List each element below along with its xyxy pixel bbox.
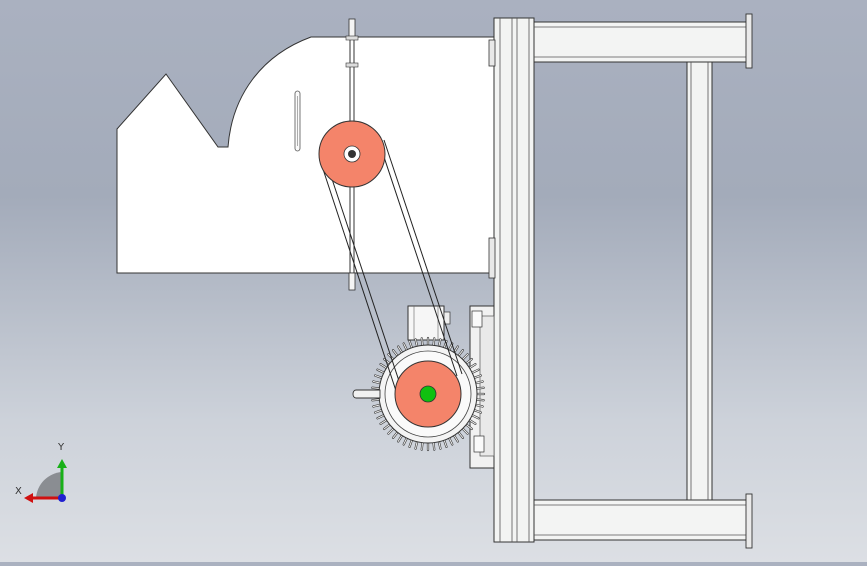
motor-fin [462, 353, 469, 360]
motor-fin [403, 437, 408, 445]
motor-fin [421, 337, 424, 346]
motor-fin [374, 409, 383, 413]
motor-fin [468, 419, 476, 425]
motor-fin [377, 369, 385, 374]
motor-fin [473, 409, 482, 413]
housing-slot [294, 90, 301, 152]
motor-fin [471, 414, 479, 419]
motor-fin [471, 369, 479, 374]
triad-x-label: X [15, 486, 22, 497]
motor-fin [462, 428, 469, 435]
motor-fin [453, 434, 459, 442]
motor-fin [465, 358, 473, 364]
motor-fin [383, 424, 391, 430]
motor-fin [438, 441, 441, 450]
motor-fin [443, 439, 447, 448]
v-belt[interactable] [319, 135, 463, 401]
motor-fin [392, 431, 398, 439]
motor-fin [458, 431, 464, 439]
motor-fin [383, 358, 391, 364]
motor-fin [371, 398, 380, 401]
motor-fin [392, 349, 398, 357]
motor-fin [465, 424, 473, 430]
motor-fin [371, 387, 380, 390]
drive-pulley[interactable] [394, 360, 462, 428]
frame[interactable] [488, 13, 753, 549]
motor-fin [432, 337, 435, 346]
motor-fin [374, 375, 383, 379]
driven-pulley[interactable] [318, 120, 386, 188]
motor-fin [476, 387, 485, 390]
housing-body[interactable] [116, 36, 498, 274]
motor-fin [403, 343, 408, 351]
motor-fin [415, 441, 418, 450]
motor-fin [397, 434, 403, 442]
triad-y-label: Y [58, 442, 65, 453]
motor-fin [468, 363, 476, 369]
motor-fin [372, 381, 381, 384]
motor-fin [475, 381, 484, 384]
motor-fin [377, 414, 385, 419]
motor-fin [387, 428, 394, 435]
motor-fin [380, 363, 388, 369]
motor-fin [409, 439, 413, 448]
coordinate-triad [24, 459, 67, 503]
motor-fin [438, 338, 441, 347]
motor-fin [372, 404, 381, 407]
motor-fin [475, 404, 484, 407]
motor-fin [476, 398, 485, 401]
motor-fin [448, 437, 453, 445]
motor-fin [415, 338, 418, 347]
motor-fin [380, 419, 388, 425]
motor-fin [421, 442, 424, 451]
motor-fin [409, 340, 413, 349]
motor-mount[interactable] [469, 305, 495, 469]
motor-fin [432, 442, 435, 451]
motor-fin [458, 349, 464, 357]
motor-fin [473, 375, 482, 379]
motor-fin [397, 346, 403, 354]
